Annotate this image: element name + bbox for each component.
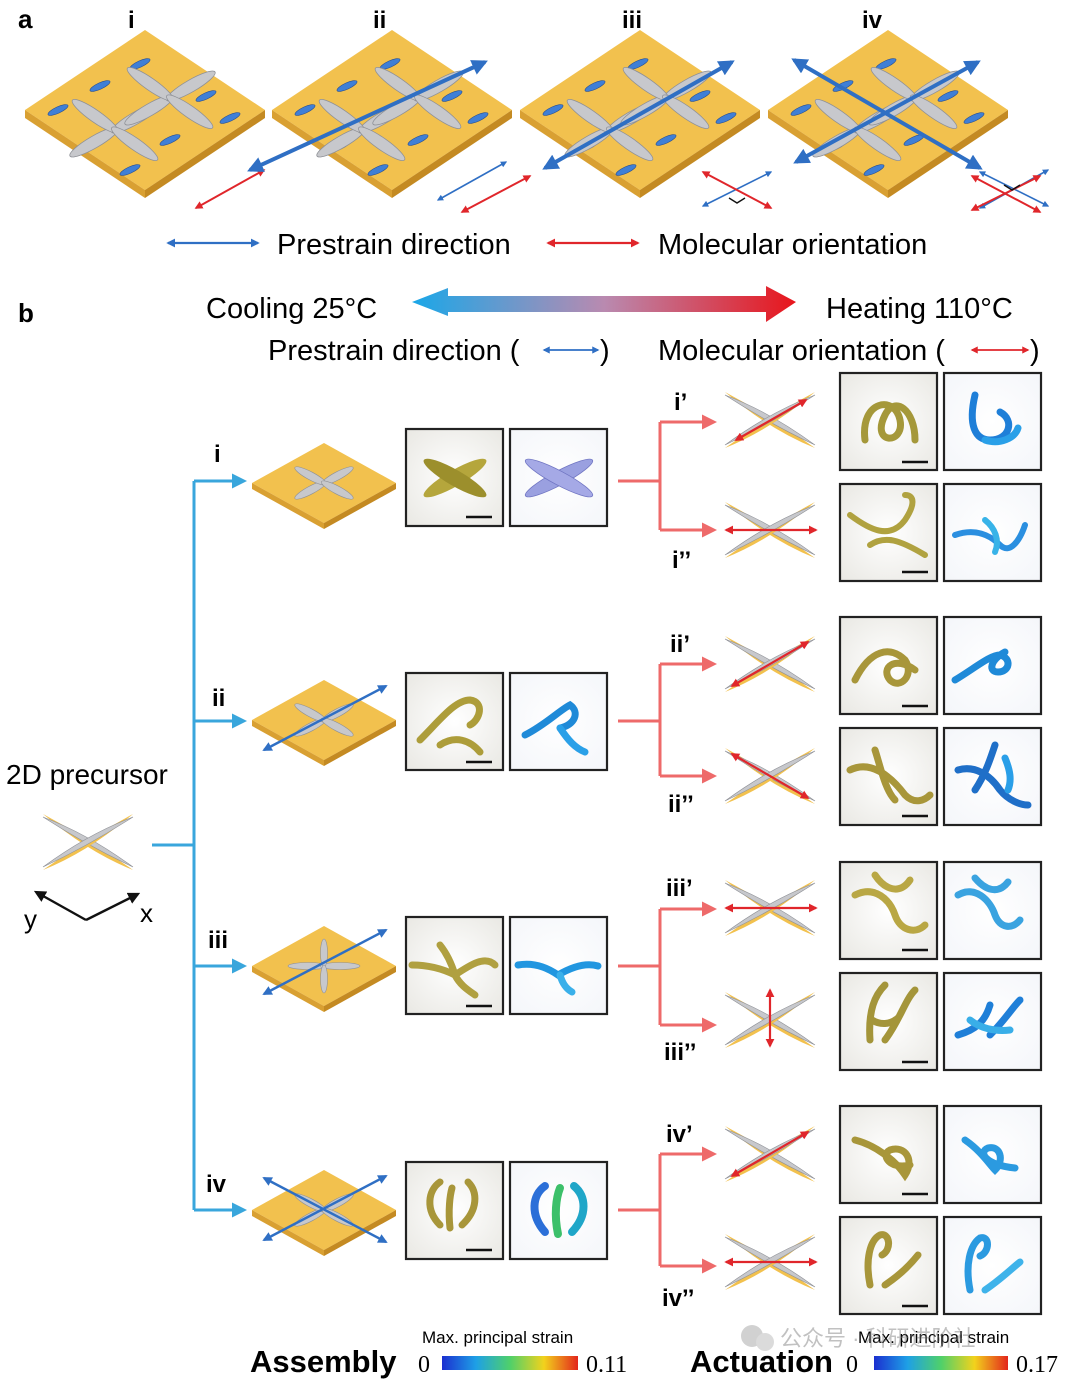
assembly-title: Max. principal strain — [422, 1328, 573, 1347]
photo-frame — [404, 671, 505, 772]
simulation-frame — [942, 371, 1043, 472]
row-label: i — [214, 441, 221, 468]
molecular-arrow — [194, 169, 266, 209]
photo-sample — [864, 1231, 922, 1289]
photo-frame — [838, 371, 939, 472]
photo-frame — [404, 1160, 505, 1261]
molecular-arrow — [701, 171, 773, 209]
row-ii: ii ii’ ii’’ — [212, 615, 1043, 827]
simulation-sample — [954, 996, 1024, 1039]
photo-sample — [408, 941, 499, 999]
legend-prestrain-label: Prestrain direction — [277, 229, 511, 261]
stage-label: iii — [622, 7, 642, 34]
molecular-arrow — [970, 175, 1042, 211]
stage-label: iv — [862, 7, 883, 34]
simulation-sample — [521, 700, 589, 756]
assembly-gradient — [442, 1356, 578, 1370]
assembly-tree — [152, 473, 247, 1218]
photo-sample — [851, 871, 929, 934]
row-iii: iii iii’ iii’’ — [208, 860, 1043, 1072]
prestrain-arrow — [542, 60, 735, 170]
photo-sample — [423, 458, 487, 498]
photo-sample — [846, 746, 934, 805]
actuation-title: Max. principal strain — [858, 1328, 1009, 1347]
actuation-min: 0 — [846, 1352, 858, 1378]
assembly-min: 0 — [418, 1352, 430, 1378]
precursor-shape — [42, 813, 134, 871]
cooling-label: Cooling 25°C — [206, 293, 377, 325]
photo-sample — [426, 1178, 479, 1232]
heating-label: Heating 110°C — [826, 293, 1013, 325]
stage-label: i — [128, 7, 135, 34]
photo-sample — [861, 401, 919, 444]
stage-iii: iii — [520, 7, 773, 209]
sub-label-1: ii’ — [670, 631, 690, 658]
simulation-frame — [942, 1215, 1043, 1316]
photo-sample — [866, 981, 919, 1044]
simulation-sample — [964, 1234, 1024, 1294]
simulation-sample — [954, 874, 1024, 930]
molecular-header: Molecular orientation ( — [658, 335, 945, 367]
panel-b-label: b — [18, 298, 34, 328]
assembly-colorbar: Assembly Max. principal strain 0 0.11 — [250, 1328, 627, 1379]
actuation-max: 0.17 — [1016, 1352, 1058, 1378]
actuation-label: Actuation — [690, 1344, 833, 1379]
prestrain-arrow — [247, 60, 488, 172]
row-label: ii — [212, 685, 225, 712]
stage-label: ii — [373, 7, 386, 34]
stage-ii: ii — [247, 7, 532, 213]
watermark: 公众号 · 科研进阶社 — [741, 1325, 976, 1351]
simulation-frame — [508, 671, 609, 772]
simulation-sample — [530, 1182, 588, 1238]
sub-label-1: i’ — [674, 389, 687, 416]
actuation-gradient — [874, 1356, 1008, 1370]
row-label: iv — [206, 1171, 227, 1198]
row-label: iii — [208, 927, 228, 954]
sub-label-2: ii’’ — [668, 791, 694, 818]
simulation-sample — [954, 741, 1032, 809]
panel-a-label: a — [18, 4, 33, 34]
photo-sample — [847, 492, 928, 558]
prestrain-header: Prestrain direction ( — [268, 335, 520, 367]
photo-sample — [416, 696, 484, 756]
legend-molecular-label: Molecular orientation — [658, 229, 927, 261]
axis-y-label: y — [24, 904, 37, 934]
actuation-colorbar: Actuation Max. principal strain 0 0.17 — [690, 1328, 1058, 1379]
simulation-sample — [961, 1136, 1019, 1175]
simulation-frame — [942, 1104, 1043, 1205]
row-iv: iv iv’ iv’’ — [206, 1104, 1043, 1316]
sub-label-2: iii’’ — [664, 1039, 696, 1066]
sub-label-2: i’’ — [672, 547, 691, 574]
temperature-gradient-arrow — [412, 286, 796, 322]
simulation-sample — [968, 391, 1022, 446]
simulation-sample — [952, 517, 1028, 555]
stage-i: i — [25, 7, 266, 209]
photo-frame — [838, 1215, 939, 1316]
axis-x-label: x — [140, 898, 153, 928]
row-i: i i’ i’’ — [214, 371, 1043, 583]
molecular-arrow — [460, 175, 532, 213]
watermark-text: 公众号 · 科研进阶社 — [780, 1326, 976, 1351]
photo-frame — [838, 860, 939, 961]
simulation-sample — [524, 458, 594, 498]
sub-label-1: iv’ — [666, 1121, 693, 1148]
simulation-sample — [951, 648, 1012, 684]
precursor-label: 2D precursor — [6, 759, 168, 790]
simulation-sample — [514, 960, 602, 996]
stage-iv: iv — [768, 7, 1050, 213]
axes-indicator: y x — [24, 890, 153, 934]
prestrain-header-close: ) — [600, 335, 610, 367]
molecular-header-close: ) — [1030, 335, 1040, 367]
simulation-frame — [942, 971, 1043, 1072]
assembly-max: 0.11 — [586, 1352, 627, 1378]
simulation-frame — [942, 860, 1043, 961]
photo-sample — [851, 648, 919, 687]
sub-label-1: iii’ — [666, 875, 693, 902]
prestrain-arrow — [791, 58, 983, 170]
photo-sample — [851, 1136, 914, 1182]
sub-label-2: iv’’ — [662, 1285, 694, 1312]
assembly-label: Assembly — [250, 1344, 397, 1379]
